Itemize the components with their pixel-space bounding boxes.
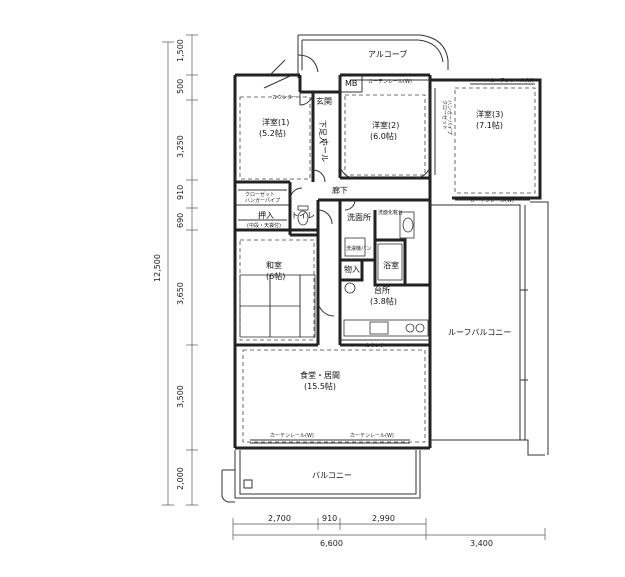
western2-size: (6.0帖): [370, 131, 397, 141]
washing-machine-pan: [344, 237, 366, 257]
small-annotations: カーテンレール(W) カーテンレール(W) カーテンレール(W) カーテンレール…: [270, 78, 534, 439]
toilet-label: トイレ: [291, 211, 315, 220]
alcove-label: アルコーブ: [368, 49, 407, 59]
door-swings: [269, 59, 431, 317]
outer-walls: [233, 73, 542, 450]
toilet-bowl: [297, 210, 309, 226]
dim-bottom-2700: 2,700: [268, 514, 291, 523]
washbasin: [402, 217, 414, 233]
dim-left-3250: 3,250: [176, 135, 185, 158]
bottom-balcony: バルコニー: [221, 450, 421, 503]
washroom-label: 洗面所: [347, 212, 371, 222]
dim-left-3500: 3,500: [176, 385, 185, 408]
curtain-rail-label: カーテンレール(W): [368, 79, 412, 85]
roof-balcony: ルーフバルコニー: [430, 201, 549, 456]
balcony-label: バルコニー: [312, 471, 352, 480]
windows: [250, 75, 535, 444]
fridge-marker: [344, 282, 356, 294]
western3-size: (7.1帖): [476, 120, 503, 130]
interior-walls: [235, 75, 430, 347]
dim-bottom-910: 910: [322, 514, 337, 523]
kitchen-size: (3.8帖): [370, 296, 397, 306]
roof-balcony-label: ルーフバルコニー: [448, 328, 511, 337]
curtain-rail-label: カーテンレール(W): [490, 78, 534, 84]
western2-label: 洋室(2): [372, 120, 399, 130]
curtain-rail-label: カーテンレール(W): [350, 433, 394, 439]
mb-label: MB: [345, 79, 357, 88]
western1-size: (5.2帖): [259, 128, 286, 138]
oshiire-note: (中段・天袋付): [247, 222, 281, 229]
left-dimension-lines: [162, 34, 198, 506]
bath-label: 浴室: [383, 260, 399, 270]
closet-label: クローゼット: [245, 191, 275, 198]
kitchen-sink: [369, 321, 389, 335]
western1-label: 洋室(1): [262, 117, 289, 127]
dim-bottom-2990: 2,990: [372, 514, 395, 523]
living-size: (15.5帖): [304, 381, 336, 391]
japanese-size: (6帖): [266, 271, 285, 281]
oshiire-label: 押入: [258, 210, 274, 220]
kitchen-counter: [343, 319, 429, 337]
hanger-vertical-label: ハンガーパイプ: [446, 100, 453, 135]
closet-vertical-label: クローゼット: [441, 100, 448, 130]
hall-label: ホール: [320, 138, 329, 162]
left-dimension-labels: 1,500 500 3,250 910 690 12,500 3,650 3,5…: [153, 39, 185, 490]
bathtub: [377, 243, 403, 281]
dim-left-910: 910: [176, 185, 185, 200]
tatami-mats: [239, 274, 316, 338]
dim-bottom-6600: 6,600: [320, 539, 343, 548]
kitchen-label: 台所: [374, 285, 390, 295]
curtain-rail-label: カーテンレール(W): [270, 433, 314, 439]
dim-left-1500: 1,500: [176, 39, 185, 62]
western3-label: 洋室(3): [476, 109, 503, 119]
closet-details: [238, 88, 436, 221]
curtain-rail-label: カーテンレール(W): [470, 198, 514, 204]
storage-label: 物入: [344, 264, 360, 274]
washer-label: 洗濯機パン: [346, 245, 371, 252]
room-labels: MB 玄関 下足入 ホール 廊下 洋室(1) (5.2帖) 洋室(2) (6.0…: [245, 79, 503, 391]
shoebox-label: 下足入: [318, 120, 327, 144]
dim-left-12500: 12,500: [153, 254, 162, 282]
dim-left-500: 500: [176, 79, 185, 94]
dim-left-690: 690: [176, 213, 185, 228]
fixtures: [297, 205, 430, 341]
bottom-dimension-labels: 2,700 910 2,990 6,600 3,400: [268, 514, 493, 548]
bottom-dimension-lines: [232, 518, 546, 540]
washstand-label: 洗面化粧台: [378, 209, 403, 216]
hanger-pipe-label: ハンガーパイプ: [245, 197, 280, 204]
stove-burner: [405, 323, 415, 333]
dim-left-2000: 2,000: [176, 467, 185, 490]
counter-label: カウンター: [272, 94, 297, 101]
stove-burner: [415, 323, 425, 333]
counter-label: カウンター: [365, 342, 390, 349]
japanese-label: 和室: [266, 260, 282, 270]
dim-left-3650: 3,650: [176, 282, 185, 305]
entrance-label: 玄関: [316, 96, 332, 106]
dim-bottom-3400: 3,400: [470, 539, 493, 548]
hallway-label: 廊下: [332, 185, 348, 195]
alcove-area: アルコーブ: [297, 34, 449, 78]
living-label: 食堂・居間: [300, 370, 340, 380]
